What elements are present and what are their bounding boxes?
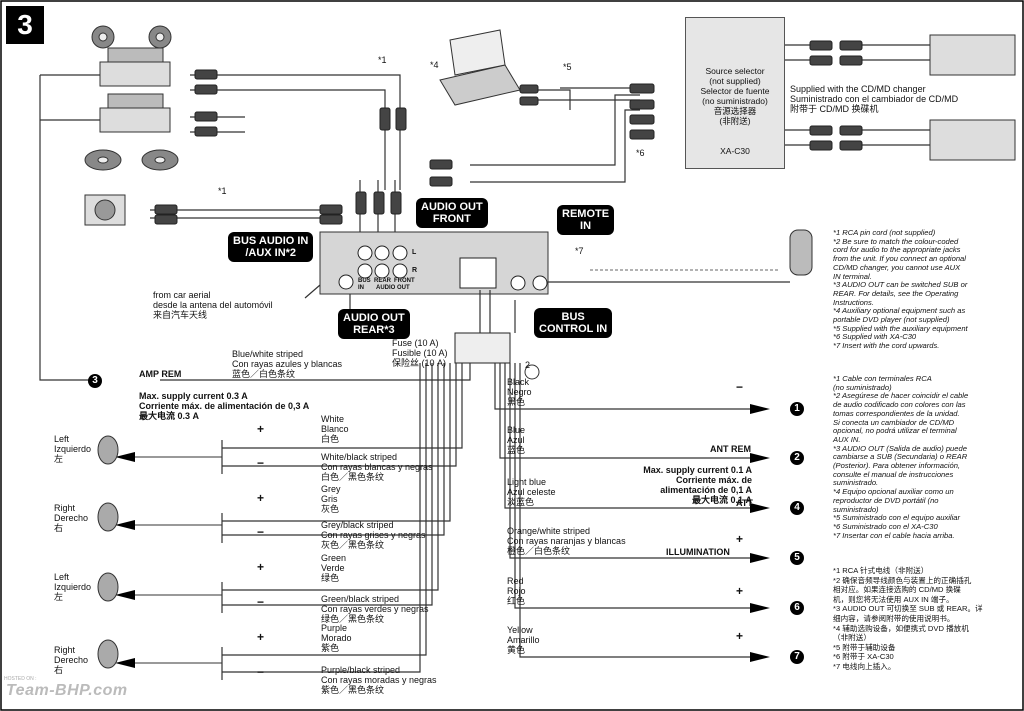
ref-mark-7: *7 [575,246,584,256]
minus-symbol: − [257,595,265,609]
plus-symbol: + [257,560,265,574]
wire-5-color: Orange/white striped Con rayas naranjas … [507,526,626,556]
ref-mark-1a: *1 [378,55,387,65]
speaker-3-plus-wire: Green Verde 绿色 [321,553,347,583]
speaker-4-plus-wire: Purple Morado 紫色 [321,623,352,653]
unit-label-l: L [412,249,417,256]
wire-2-color: Blue Azul 蓝色 [507,425,526,455]
remote-sensor-icon [789,229,813,276]
figure-number: 3 [6,6,44,44]
terminal-number-3: 3 [88,374,102,388]
illumination-label: ILLUMINATION [666,547,730,557]
speaker-3-name: Left Izquierdo 左 [54,572,92,602]
amplifier-icon [99,47,171,133]
ref-mark-5: *5 [563,62,572,72]
terminal-number-5: 5 [790,551,804,565]
unit-label-rear: REAR [374,278,392,284]
speaker-4-minus-wire: Purple/black striped Con rayas moradas y… [321,665,437,695]
minus-symbol: − [736,380,744,394]
wire-7-color: Yellow Amarillo 黄色 [507,625,540,655]
att-label: ATT [736,498,753,508]
minus-symbol: − [257,456,265,470]
wire-6-color: Red Rojo 红色 [507,576,526,606]
speaker-1-minus-wire: White/black striped Con rayas blancas y … [321,452,433,482]
harness-connector [454,332,511,364]
dvd-player-icon [439,29,521,106]
notes-spanish: *1 Cable con terminales RCA (no suminist… [833,374,969,540]
ant-rem-label: ANT REM [710,444,751,454]
unit-label-audio-out: AUDIO OUT [376,285,410,291]
speaker-2-minus-wire: Grey/black striped Con rayas grises y ne… [321,520,426,550]
notes-english: *1 RCA pin cord (not supplied) *2 Be sur… [833,228,968,351]
rca-plug-icons [154,40,863,225]
door-speaker-icon [97,435,119,669]
plus-symbol: + [736,629,744,643]
terminal-number-7: 7 [790,650,804,664]
fuse-label: Fuse (10 A) Fusible (10 A) 保险丝 (10 A) [392,338,448,368]
ref-mark-6: *6 [636,148,645,158]
minus-symbol: − [257,525,265,539]
notes-chinese: *1 RCA 针式电线（非附送） *2 确保音频导线颜色与装置上的正确插孔 相对… [833,566,983,671]
audio-out-rear-callout: AUDIO OUT REAR*3 [338,309,410,339]
terminal-number-4: 4 [790,501,804,515]
terminal-number-2: 2 [790,451,804,465]
unit-label-front: FRONT [394,278,415,284]
watermark: Team-BHP.com [6,682,128,699]
audio-out-front-callout: AUDIO OUT FRONT [416,198,488,228]
plus-symbol: + [257,422,265,436]
speaker-2-name: Right Derecho 右 [54,503,89,533]
terminal-number-6: 6 [790,601,804,615]
speaker-icon [84,25,179,171]
watermark-caption: HOSTED ON : [4,676,37,682]
amp-rem-label: AMP REM [139,369,182,379]
source-selector-text: Source selector (not supplied) Selector … [700,66,770,126]
unit-label-bus-in: BUS IN [358,278,371,291]
source-selector-model: XA-C30 [720,146,750,156]
minus-symbol: − [257,665,265,679]
changer-note: Supplied with the CD/MD changer Suminist… [790,84,959,114]
ref-mark-1b: *1 [218,186,227,196]
wire-4-color: Light blue Azul celeste 淡蓝色 [507,477,556,507]
remote-in-callout: REMOTE IN [557,205,615,235]
source-selector-box: Source selector (not supplied) Selector … [685,17,785,169]
speaker-1-name: Left Izquierdo 左 [54,434,92,464]
plus-symbol: + [257,630,265,644]
unit-label-r: R [412,267,418,274]
terminal-number-1: 1 [790,402,804,416]
amp-rem-supply: Max. supply current 0.3 A Corriente máx.… [139,391,310,421]
aerial-label: from car aerial desde la antena del auto… [153,290,273,320]
speaker-3-minus-wire: Green/black striped Con rayas verdes y n… [321,594,429,624]
plus-symbol: + [736,532,744,546]
head-unit [319,231,549,295]
speaker-2-plus-wire: Grey Gris 灰色 [321,484,341,514]
ant-rem-supply: Max. supply current 0.1 A Corriente máx.… [643,465,752,505]
speaker-1-plus-wire: White Blanco 白色 [321,414,349,444]
bus-audio-in-callout: BUS AUDIO IN /AUX IN*2 [228,232,314,262]
bus-control-in-callout: BUS CONTROL IN [534,308,613,338]
ref-mark-circle-2: 2 [525,360,531,370]
wire-1-color: Black Negro 黑色 [507,377,532,407]
cd-changer-icon [929,34,1016,161]
plus-symbol: + [257,491,265,505]
plus-symbol: + [736,584,744,598]
speaker-4-name: Right Derecho 右 [54,645,89,675]
amp-rem-wire-color: Blue/white striped Con rayas azules y bl… [232,349,343,379]
ref-mark-4: *4 [430,60,439,70]
